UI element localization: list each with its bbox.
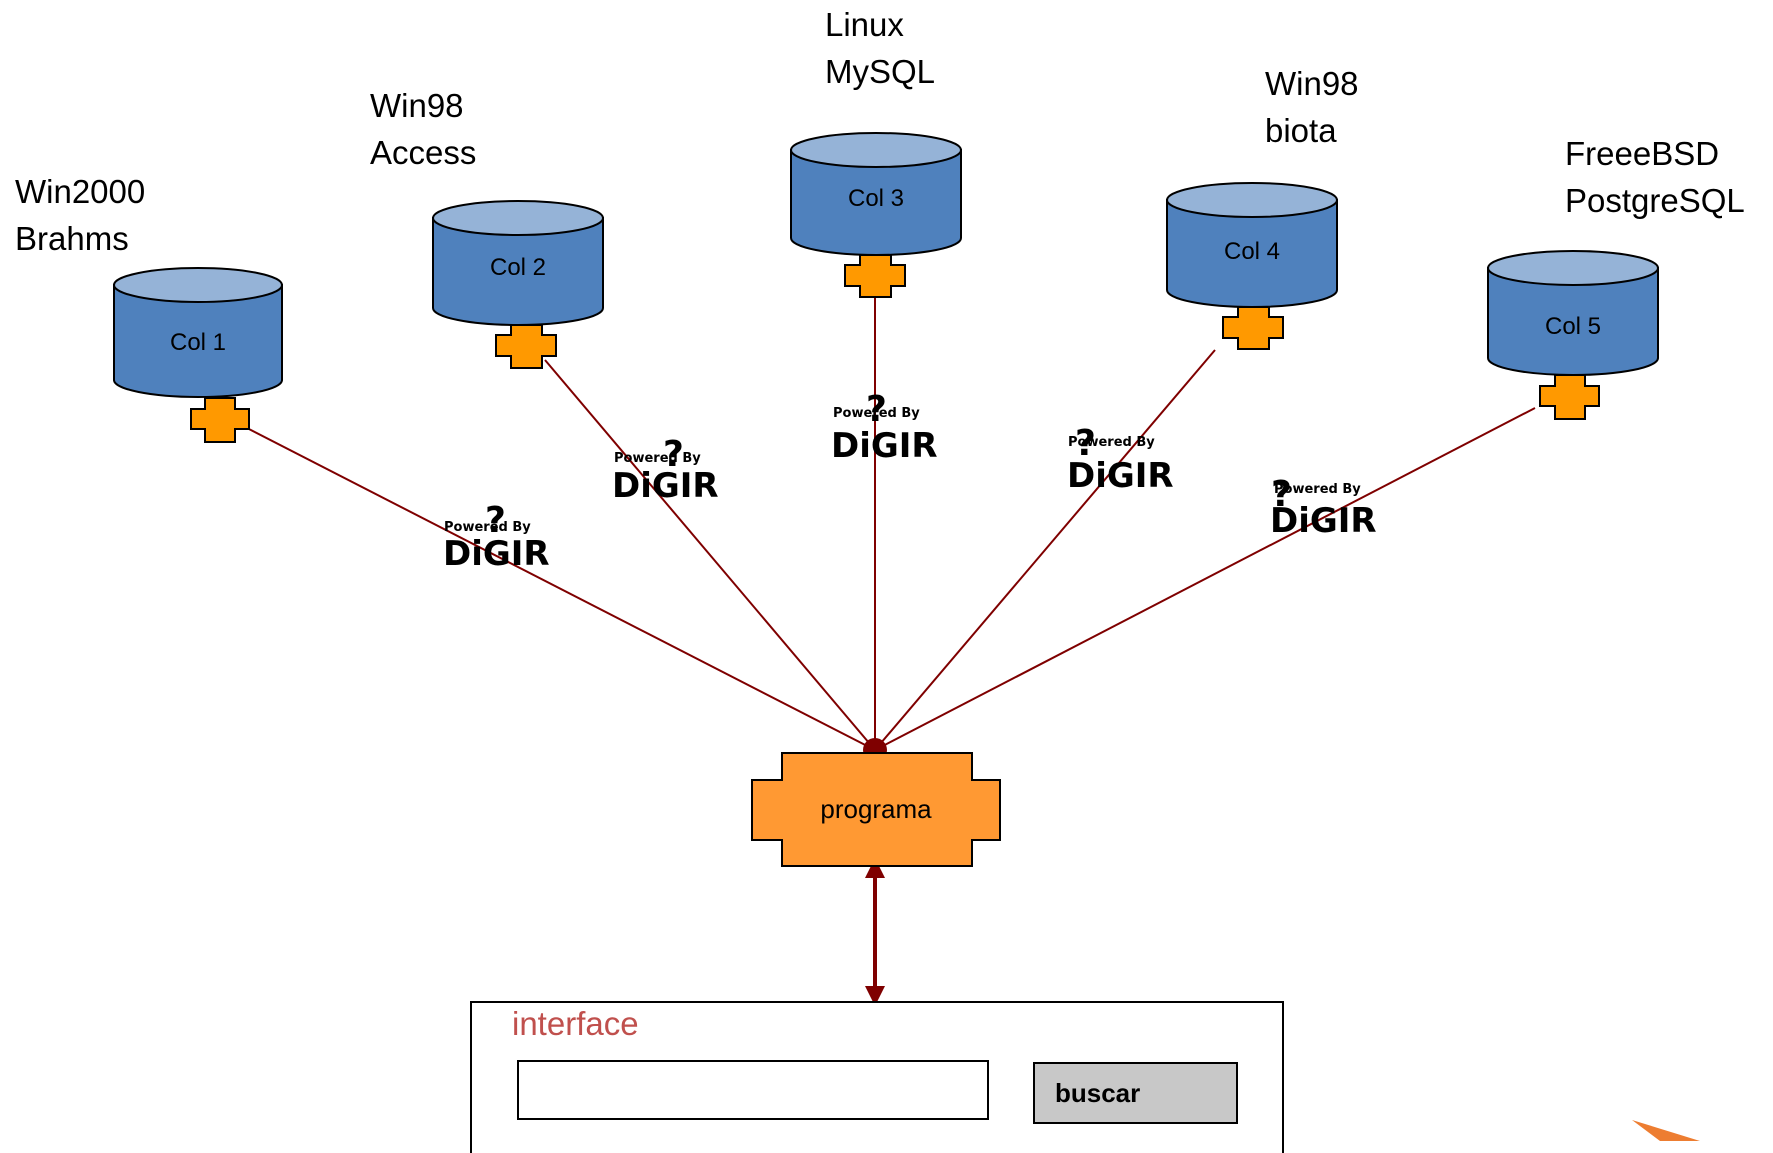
connector-col-3 <box>844 254 906 298</box>
connector-col-1 <box>190 397 250 443</box>
connection-lines <box>244 298 1536 751</box>
program-block <box>751 752 1001 867</box>
question-mark-icon: ? <box>1075 423 1096 464</box>
server-label-1: Win2000 Brahms <box>15 168 145 262</box>
database-col-5: Col 5 <box>1487 250 1659 376</box>
connector-col-2 <box>495 324 557 369</box>
database-col-1: Col 1 <box>113 267 283 398</box>
col-label: Col 3 <box>848 185 904 212</box>
col-label: Col 5 <box>1545 313 1601 340</box>
digir-badge-5: Powered By ? DiGIR <box>1270 474 1377 541</box>
server-db: biota <box>1265 112 1337 149</box>
server-os: Win2000 <box>15 173 146 210</box>
server-label-3: Linux MySQL <box>825 1 935 95</box>
database-col-4: Col 4 <box>1166 182 1338 308</box>
col-label: Col 4 <box>1224 238 1280 265</box>
col-label: Col 1 <box>170 329 226 356</box>
question-mark-icon: ? <box>485 500 506 541</box>
database-col-3: Col 3 <box>790 132 962 256</box>
cylinder-top <box>432 200 604 236</box>
badge-name-text: DiGIR <box>1270 501 1377 541</box>
database-col-2: Col 2 <box>432 200 604 326</box>
server-db: MySQL <box>825 53 936 90</box>
badge-name-text: DiGIR <box>831 426 938 466</box>
interface-panel: interface buscar <box>470 1001 1284 1153</box>
search-button[interactable]: buscar <box>1033 1062 1238 1124</box>
cylinder-body <box>113 284 283 398</box>
digir-badge-2: Powered By ? DiGIR <box>612 434 719 506</box>
cylinder-top <box>1166 182 1338 218</box>
server-label-4: Win98 biota <box>1265 60 1359 154</box>
link-col-1 <box>244 426 876 751</box>
corner-accent <box>1632 1120 1700 1141</box>
cylinder-top <box>113 267 283 303</box>
badge-name-text: DiGIR <box>612 466 719 506</box>
server-db: PostgreSQL <box>1565 182 1745 219</box>
program-label: programa <box>820 794 932 824</box>
digir-badge-3: Powered By ? DiGIR <box>831 389 938 466</box>
badge-name-text: DiGIR <box>443 534 550 574</box>
server-os: FreeeBSD <box>1565 135 1720 172</box>
server-os: Win98 <box>370 87 464 124</box>
link-col-5 <box>874 407 1536 751</box>
question-mark-icon: ? <box>663 434 684 475</box>
badge-powered-text: Powered By <box>444 520 531 535</box>
link-col-2 <box>544 359 876 751</box>
badge-powered-text: Powered By <box>833 406 920 421</box>
link-col-4 <box>874 349 1216 751</box>
badge-powered-text: Powered By <box>1274 482 1361 497</box>
server-label-5: FreeeBSD PostgreSQL <box>1565 130 1745 224</box>
server-os: Win98 <box>1265 65 1359 102</box>
badge-powered-text: Powered By <box>614 451 701 466</box>
cylinder-top <box>1487 250 1659 286</box>
col-label: Col 2 <box>490 254 546 281</box>
connector-col-4 <box>1222 306 1284 350</box>
search-input[interactable] <box>517 1060 989 1120</box>
question-mark-icon: ? <box>1271 474 1292 515</box>
badge-name-text: DiGIR <box>1067 456 1174 496</box>
server-label-2: Win98 Access <box>370 82 476 176</box>
digir-badge-1: Powered By ? DiGIR <box>443 500 550 574</box>
digir-badge-4: Powered By ? DiGIR <box>1067 423 1174 496</box>
cylinder-top <box>790 132 962 168</box>
server-db: Brahms <box>15 220 129 257</box>
connector-col-5 <box>1539 374 1600 420</box>
server-db: Access <box>370 134 477 171</box>
badge-powered-text: Powered By <box>1068 435 1155 450</box>
interface-title: interface <box>512 1005 639 1042</box>
server-os: Linux <box>825 6 904 43</box>
question-mark-icon: ? <box>866 389 887 430</box>
